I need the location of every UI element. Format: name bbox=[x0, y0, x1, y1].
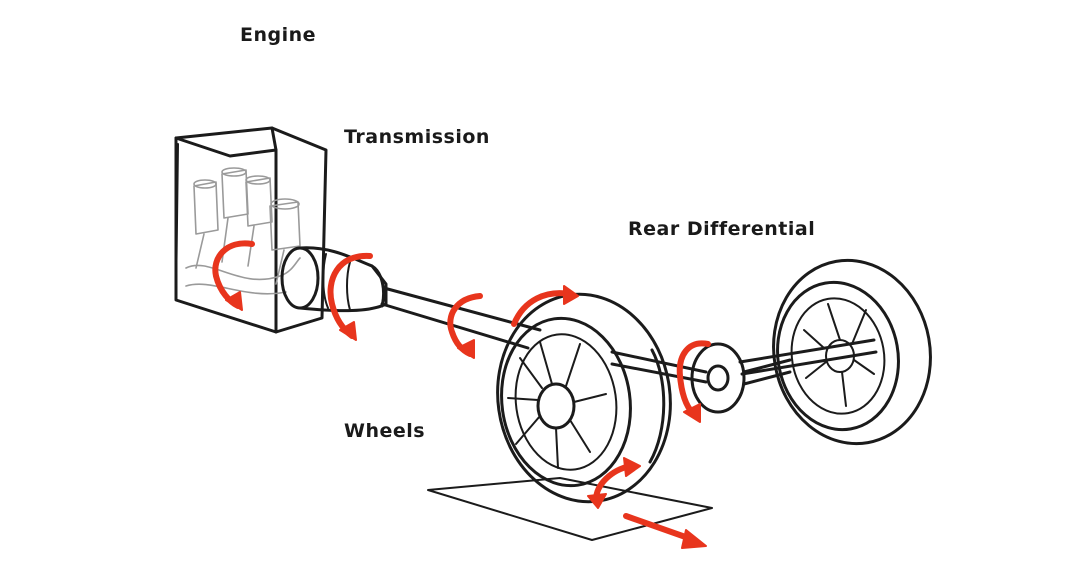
rotation-arrows bbox=[212, 240, 711, 549]
rear-differential bbox=[690, 342, 792, 414]
engine-block bbox=[174, 126, 328, 334]
rear-wheel bbox=[772, 258, 932, 446]
rear-differential-label: Rear Differential bbox=[628, 218, 816, 240]
transmission-label: Transmission bbox=[344, 126, 490, 148]
engine-label: Engine bbox=[240, 24, 317, 46]
ground-pad bbox=[427, 477, 713, 541]
wheels-label: Wheels bbox=[344, 420, 426, 442]
